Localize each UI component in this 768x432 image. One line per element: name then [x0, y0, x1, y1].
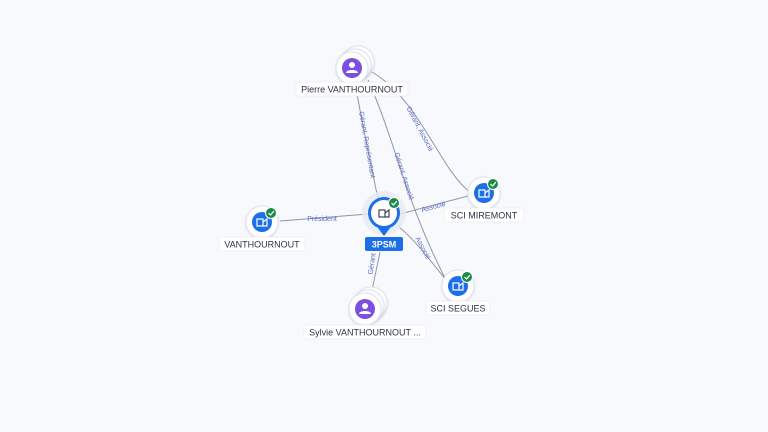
edge-label: Gérant	[368, 253, 378, 275]
check-badge-icon	[388, 197, 400, 209]
node-pierre[interactable]: Pierre VANTHOURNOUT	[295, 45, 409, 97]
edge-3psm-vanthournout[interactable]: Président	[279, 213, 369, 223]
edge-label: Gérant, Associé	[405, 106, 434, 153]
node-label: Sylvie VANTHOURNOUT ...	[309, 328, 421, 338]
person-icon	[355, 299, 375, 319]
node-vanthournout[interactable]: VANTHOURNOUT	[218, 205, 306, 252]
node-label: SCI MIREMONT	[451, 211, 518, 221]
node-label: VANTHOURNOUT	[224, 240, 300, 250]
edge-label: Associé	[413, 236, 431, 261]
edge-label: Président	[307, 216, 337, 223]
edge-3psm-scisegues[interactable]: Associé	[397, 225, 447, 281]
node-sylvie[interactable]: Sylvie VANTHOURNOUT ...	[303, 286, 427, 340]
node-scisegues[interactable]: SCI SEGUES	[425, 269, 491, 316]
node-3psm[interactable]: 3PSM	[362, 191, 406, 251]
edge-label: Gérant, Représentant	[357, 111, 376, 179]
building-icon	[378, 208, 390, 218]
check-badge-icon	[487, 178, 499, 190]
node-scimiremont[interactable]: SCI MIREMONT	[443, 176, 525, 223]
node-label: Pierre VANTHOURNOUT	[301, 85, 403, 95]
person-icon	[342, 58, 362, 78]
node-label: SCI SEGUES	[430, 304, 485, 314]
edge-label: Gérant, Associé	[392, 152, 414, 201]
check-badge-icon	[265, 207, 277, 219]
edge-label: Associé	[421, 201, 447, 214]
node-label: 3PSM	[372, 240, 397, 250]
check-badge-icon	[461, 271, 473, 283]
